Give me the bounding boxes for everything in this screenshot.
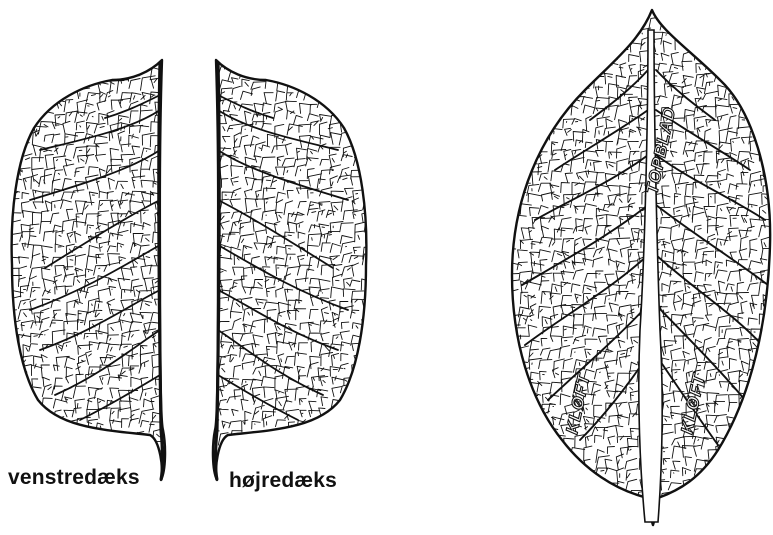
- left-half-leaf: [5, 54, 178, 490]
- vein-network: [5, 54, 178, 490]
- right-half-caption: højredæks: [229, 469, 337, 493]
- vein-network: [503, 3, 773, 530]
- left-half-caption: venstredæks: [8, 466, 140, 490]
- whole-leaf: TOPBLAD KLØFT KLØFT: [503, 3, 773, 530]
- whole-leaf-veins: [503, 3, 773, 530]
- left-half-veins: [5, 54, 178, 490]
- right-half-leaf: [205, 55, 378, 491]
